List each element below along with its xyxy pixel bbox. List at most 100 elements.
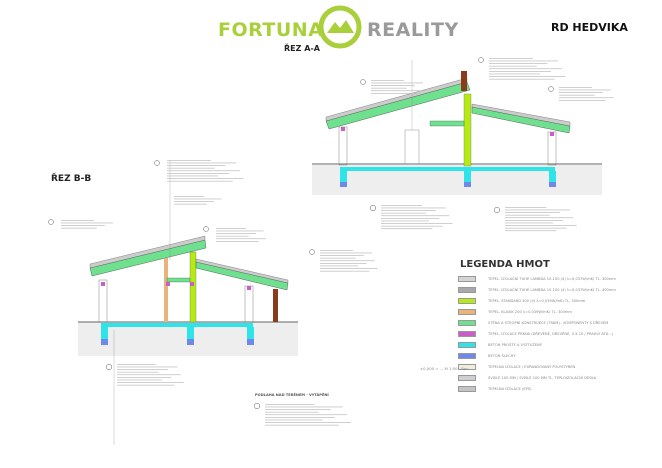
legend-item: BETON PROSTÝ A VYZTUŽENÝ xyxy=(458,339,616,350)
annotation-line xyxy=(505,207,547,208)
legend-label: TEPELNÁ IZOLACE / EXPANDOVANÝ POLYSTYREN xyxy=(488,364,576,369)
legend-item: TEPELNÁ IZOLACE (EPS) xyxy=(458,383,616,394)
annotation-line xyxy=(167,178,244,179)
annotation-line xyxy=(167,165,226,166)
annotation-line xyxy=(559,94,595,96)
annotation-line xyxy=(320,257,356,259)
scale-note: ±0,000 = ... M 1:50 - Bpv xyxy=(420,366,469,371)
legend-list: TEPEL. IZOLAČNÍ TUHÉ LAMBDA 10-100 (4) λ… xyxy=(458,273,616,394)
annotation-line xyxy=(320,252,372,254)
annotation-line xyxy=(61,220,94,221)
annotation-line xyxy=(320,268,378,269)
legend-swatch xyxy=(458,352,476,359)
annotation-line xyxy=(117,371,159,373)
annotation-line xyxy=(117,377,172,378)
annotation-line xyxy=(167,170,240,172)
legend-item: TEPEL. KLASIK 200 λ=0,039W/mK) TL. 300mm xyxy=(458,306,616,317)
section-aa-drawing xyxy=(312,60,602,195)
annotation-line xyxy=(489,68,562,70)
annotation-line xyxy=(381,205,423,206)
annotation-line xyxy=(505,225,577,226)
legend-label: SVISLÉ 100 MM / SVISLÉ 100 MM TL. TEPLOI… xyxy=(488,375,597,380)
project-title: RD HEDVIKA xyxy=(551,21,628,34)
annotation-line xyxy=(505,217,574,219)
annotation-line xyxy=(381,223,453,224)
annotation-line xyxy=(489,78,555,80)
annotation-line xyxy=(559,89,611,91)
annotation-line xyxy=(505,214,550,216)
annotation-line xyxy=(489,60,559,62)
annotation-line xyxy=(489,73,541,75)
logo-reality: REALITY xyxy=(367,19,459,41)
annotation-line xyxy=(174,201,215,202)
annotation-line xyxy=(61,225,105,226)
annotation-line xyxy=(559,87,592,88)
legend-swatch xyxy=(458,385,476,392)
annotation-line xyxy=(381,215,450,217)
annotation-line xyxy=(489,71,551,72)
logo-fortuna: FORTUNA xyxy=(218,19,324,41)
annotation-line xyxy=(265,414,347,416)
legend-label: STĚNA A STROPNÍ KONSTRUKCE (TRÁM) - KOMP… xyxy=(488,320,609,325)
annotation-line xyxy=(559,92,603,93)
annotation-line xyxy=(559,100,606,101)
section-bb-drawing xyxy=(78,160,298,445)
annotation-line xyxy=(381,220,429,222)
annotation-line xyxy=(117,369,169,370)
annotation-line xyxy=(505,230,557,232)
annotation-line xyxy=(117,379,162,381)
annotation-line xyxy=(117,384,175,386)
annotation-line xyxy=(216,233,257,234)
annotation-line xyxy=(167,180,233,182)
annotation-text-lines xyxy=(61,58,614,426)
annotation-line xyxy=(381,207,446,209)
annotation-line xyxy=(265,417,335,418)
legend-item: TEPEL. STANDARD 300 (4) λ=0,039W/mK) TL.… xyxy=(458,295,616,306)
annotation-line xyxy=(320,255,364,256)
annotation-line xyxy=(489,65,537,67)
legend-swatch xyxy=(458,275,476,282)
legend-swatch xyxy=(458,297,476,304)
annotation-line xyxy=(505,227,567,229)
legend-item: BETON ŠLECHY xyxy=(458,350,616,361)
annotation-line xyxy=(216,228,247,229)
annotation-line xyxy=(489,63,548,64)
annotation-line xyxy=(216,230,264,232)
annotation-line xyxy=(320,263,367,264)
legend-label: TEPEL. KLASIK 200 λ=0,039W/mK) TL. 300mm xyxy=(488,309,572,314)
legend-item: TEPELNÁ IZOLACE / EXPANDOVANÝ POLYSTYREN xyxy=(458,361,616,372)
legend-item: SVISLÉ 100 MM / SVISLÉ 100 MM TL. TEPLOI… xyxy=(458,372,616,383)
annotation-line xyxy=(381,212,426,214)
annotation-line xyxy=(381,218,440,219)
annotation-line xyxy=(216,235,249,237)
legend-swatch xyxy=(458,286,476,293)
legend-item: TEPEL. IZOLACE PRKNA (DŘEVĚNÉ, DŘEVĚNÉ, … xyxy=(458,328,616,339)
annotation-line xyxy=(371,90,426,92)
legend-label: TEPEL. IZOLAČNÍ TUHÉ LAMBDA 10-100 (4) λ… xyxy=(488,287,616,292)
annotation-line xyxy=(559,97,614,99)
annotation-line xyxy=(174,203,207,205)
legend-item: TEPEL. IZOLAČNÍ TUHÉ LAMBDA 10-100 (4) λ… xyxy=(458,284,616,295)
section-aa-label: ŘEZ A-A xyxy=(284,44,320,53)
legend-label: TEPEL. STANDARD 300 (4) λ=0,039W/mK) TL.… xyxy=(488,298,586,303)
annotation-line xyxy=(167,167,215,169)
legend-swatch xyxy=(458,308,476,315)
annotation-line xyxy=(371,82,423,84)
annotation-line xyxy=(489,58,533,59)
annotation-line xyxy=(265,424,339,426)
annotation-line xyxy=(320,250,353,251)
legend-label: BETON PROSTÝ A VYZTUŽENÝ xyxy=(488,342,542,347)
detail-markers xyxy=(48,57,554,410)
annotation-line xyxy=(265,419,323,421)
legend-swatch xyxy=(458,330,476,337)
annotation-line xyxy=(320,260,375,262)
annotation-line xyxy=(505,220,564,221)
annotation-line xyxy=(174,196,205,197)
annotation-line xyxy=(320,270,370,272)
annotation-line xyxy=(505,209,570,211)
annotation-line xyxy=(265,409,331,410)
annotation-line xyxy=(489,76,566,77)
legend-title: LEGENDA HMOT xyxy=(460,259,550,270)
legend-label: BETON ŠLECHY xyxy=(488,353,516,358)
annotation-line xyxy=(505,212,560,213)
